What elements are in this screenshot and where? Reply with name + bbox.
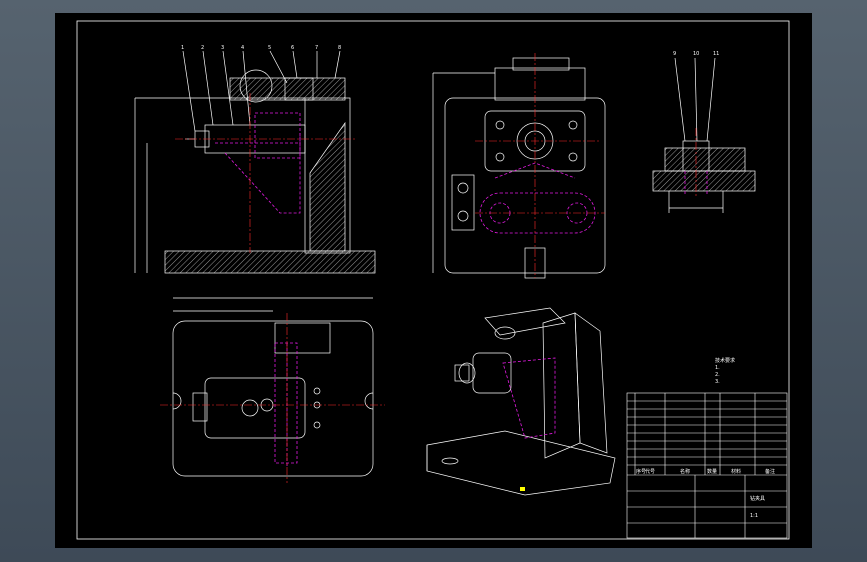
balloon-3: 3 <box>221 45 225 51</box>
front-view-hidden <box>215 112 301 214</box>
col-code: 代号 <box>645 469 656 475</box>
balloon-11: 11 <box>713 51 720 57</box>
balloon-4: 4 <box>241 45 245 51</box>
drawing-svg <box>76 20 790 540</box>
col-seq: 序号 <box>636 469 647 475</box>
balloon-7: 7 <box>315 45 319 51</box>
col-qty: 数量 <box>707 469 718 475</box>
tech-note-2: 2. <box>715 372 720 378</box>
tech-note-1: 1. <box>715 365 720 371</box>
yellow-marker <box>520 487 525 491</box>
balloon-8: 8 <box>338 45 342 51</box>
front-view-centerlines <box>175 93 355 253</box>
balloon-1: 1 <box>181 45 185 51</box>
front-view <box>134 50 376 274</box>
top-view <box>172 297 374 477</box>
balloon-6: 6 <box>291 45 295 51</box>
balloon-10: 10 <box>693 51 700 57</box>
col-name: 名称 <box>680 469 691 475</box>
balloon-9: 9 <box>673 51 677 57</box>
isometric-hidden <box>502 357 556 439</box>
top-view-centerlines <box>160 313 385 483</box>
col-material: 材料 <box>731 469 742 475</box>
side-view <box>432 57 606 279</box>
parts-list <box>626 392 788 539</box>
technical-requirements: 技术要求 1. 2. 3. <box>715 358 735 386</box>
side-view-centerlines <box>475 53 605 278</box>
detail-view <box>652 57 756 213</box>
inner-frame <box>76 20 790 540</box>
drawing-sheet[interactable]: 1 2 3 4 5 6 7 8 9 10 11 技术要求 1. 2. 3. 序号… <box>55 13 812 548</box>
tech-note-3: 3. <box>715 379 720 385</box>
balloon-2: 2 <box>201 45 205 51</box>
isometric-view <box>426 307 616 496</box>
detail-hidden <box>684 171 708 195</box>
scale: 1:1 <box>750 513 759 519</box>
balloon-5: 5 <box>268 45 272 51</box>
tech-notes-title: 技术要求 <box>715 358 736 364</box>
col-remark: 备注 <box>765 469 776 475</box>
top-view-hidden <box>274 342 298 468</box>
part-name: 钻夹具 <box>750 496 766 502</box>
side-view-hidden <box>479 162 596 234</box>
